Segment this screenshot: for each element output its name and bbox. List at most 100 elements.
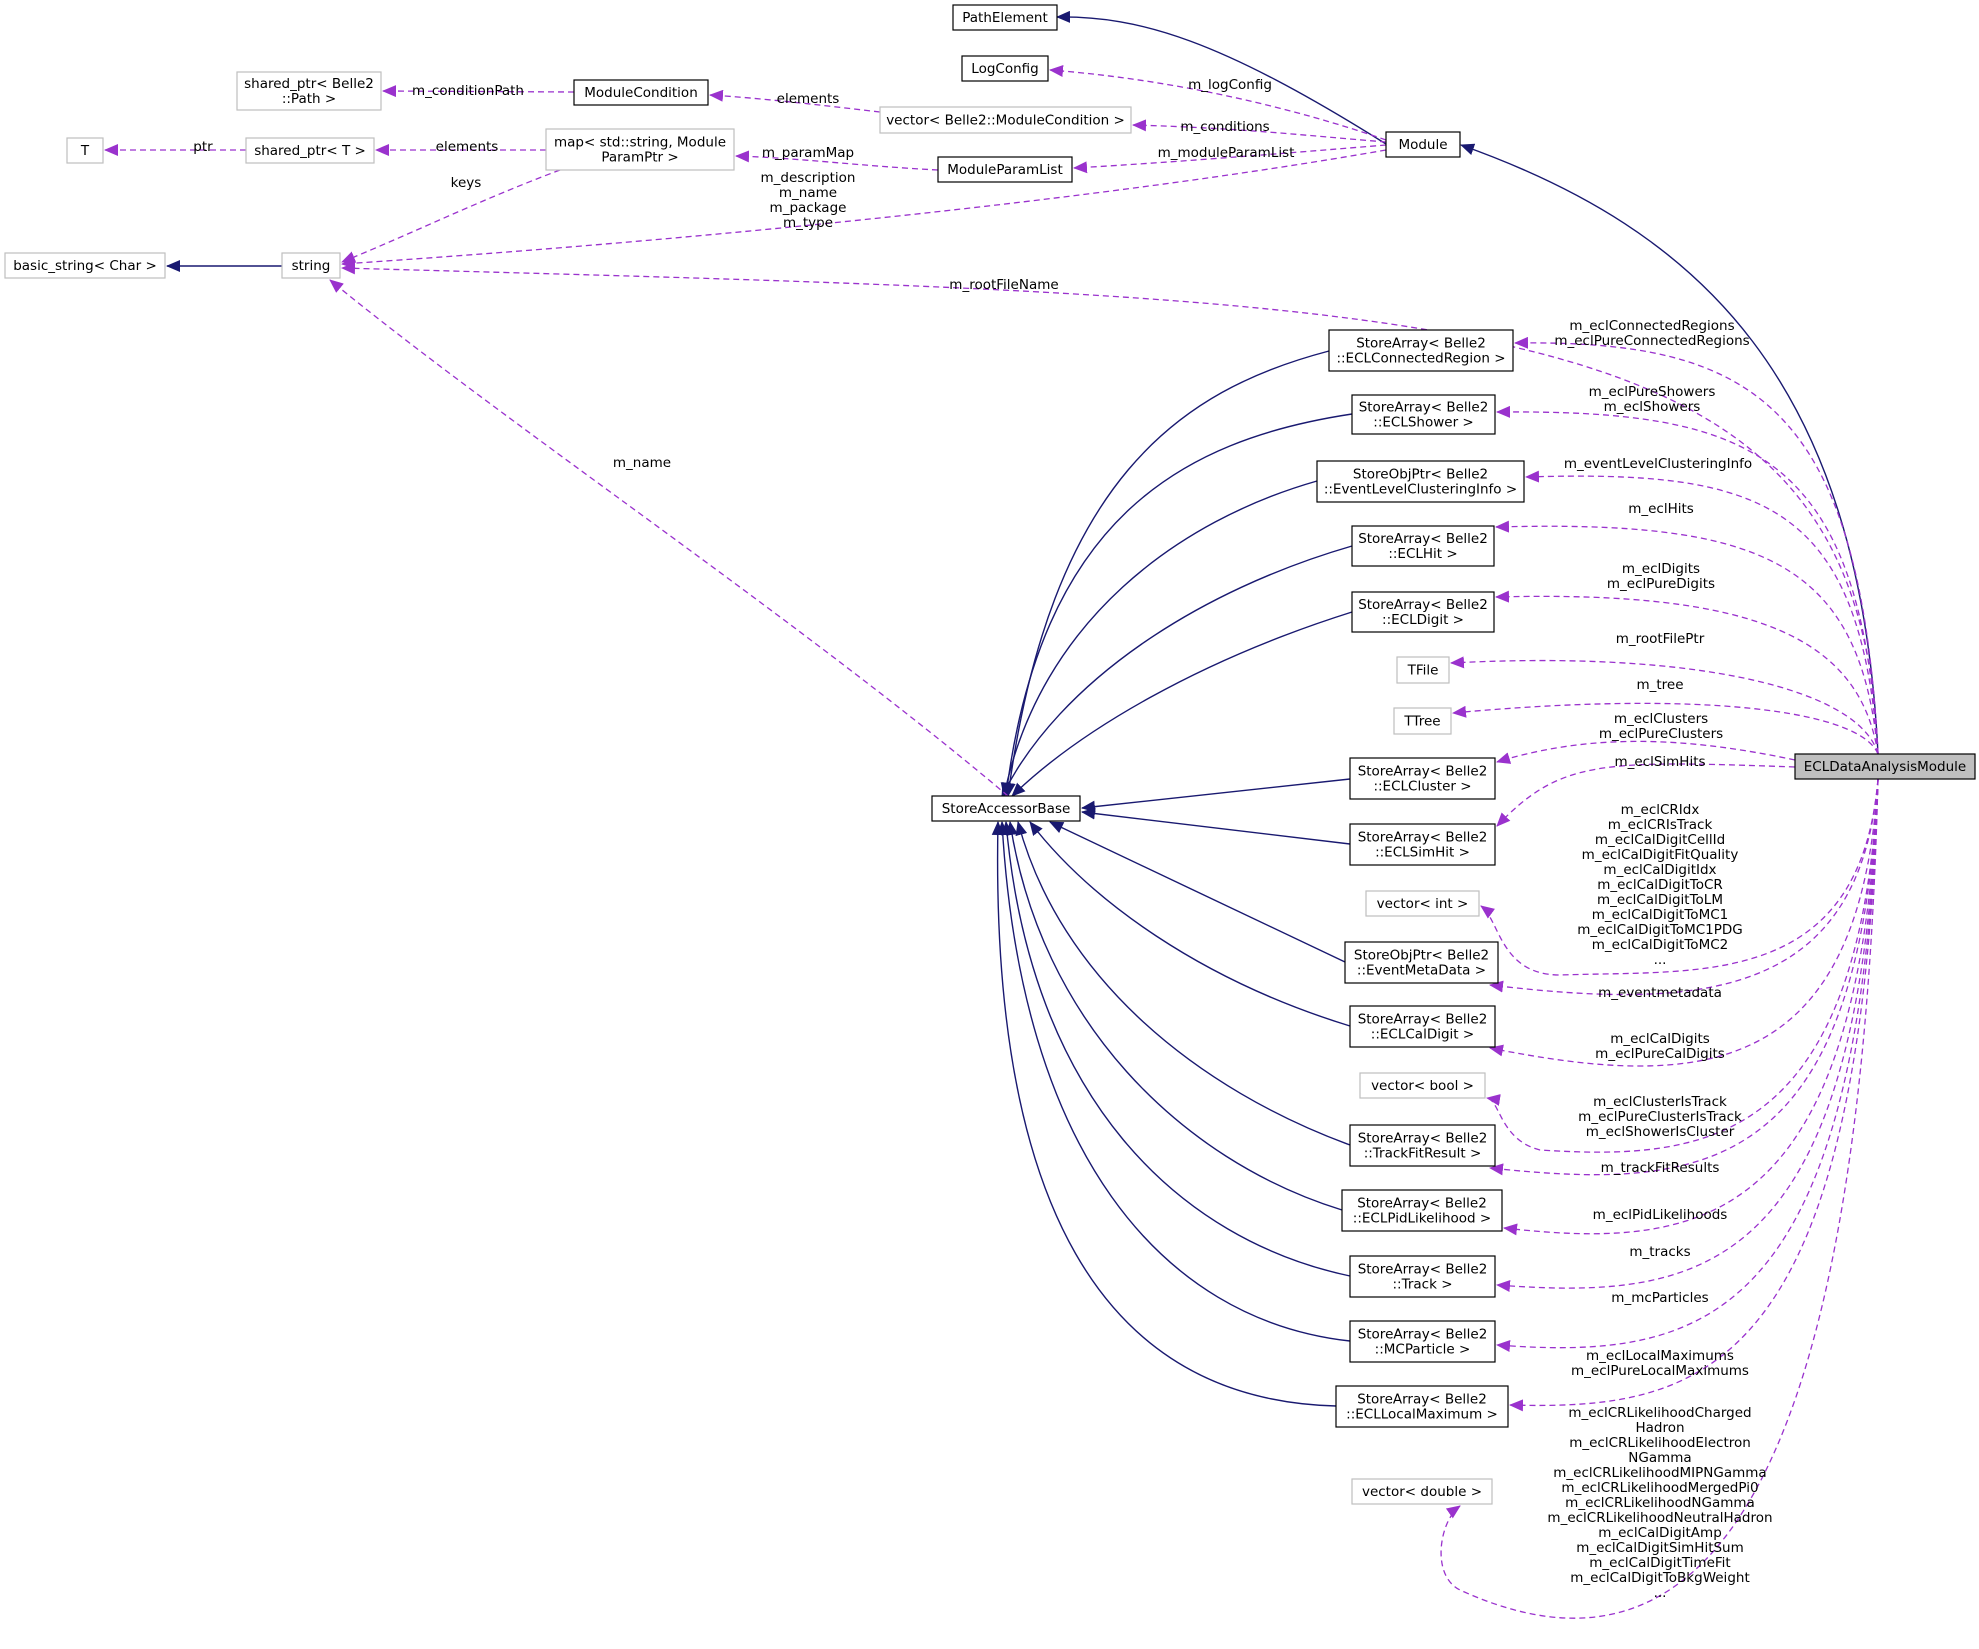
edge-label-line: m_eclCalDigitTimeFit bbox=[1589, 1555, 1730, 1571]
node-ModuleCondition[interactable]: ModuleCondition bbox=[573, 79, 709, 106]
edge-label-line: m_tracks bbox=[1629, 1244, 1690, 1260]
node-saDigit[interactable]: StoreArray< Belle2::ECLDigit > bbox=[1351, 591, 1495, 633]
edge-label-connReg: m_eclConnectedRegionsm_eclPureConnectedR… bbox=[1554, 318, 1749, 349]
edge-label-line: m_eclShowerIsCluster bbox=[1586, 1124, 1735, 1140]
edge-ecl-shower bbox=[1496, 405, 1879, 755]
node-box bbox=[952, 4, 1058, 31]
node-saCluster[interactable]: StoreArray< Belle2::ECLCluster > bbox=[1349, 757, 1496, 800]
node-box bbox=[66, 137, 104, 164]
node-Module[interactable]: Module bbox=[1385, 131, 1461, 158]
edge-ecl-emd bbox=[1489, 778, 1879, 996]
edge-label-line: m_eclCalDigitToLM bbox=[1597, 892, 1723, 908]
edge-ecl-connreg bbox=[1514, 336, 1879, 755]
node-ECLDataAnalysisModule[interactable]: ECLDataAnalysisModule bbox=[1794, 753, 1976, 780]
node-T[interactable]: T bbox=[66, 137, 104, 164]
edge-label-line: m_eclCalDigitToCR bbox=[1597, 877, 1723, 893]
node-saSimHit[interactable]: StoreArray< Belle2::ECLSimHit > bbox=[1349, 823, 1496, 866]
node-TFile[interactable]: TFile bbox=[1396, 656, 1450, 684]
edge-label-hits: m_eclHits bbox=[1628, 501, 1694, 517]
node-vecInt[interactable]: vector< int > bbox=[1365, 890, 1480, 917]
edge-cluster-sab bbox=[1081, 778, 1351, 813]
edge-label-line: m_eclPureCalDigits bbox=[1595, 1046, 1725, 1062]
node-saTFR[interactable]: StoreArray< Belle2::TrackFitResult > bbox=[1349, 1124, 1496, 1167]
edge-label-m_name: m_name bbox=[613, 455, 671, 471]
node-sopELCI[interactable]: StoreObjPtr< Belle2::EventLevelClusterin… bbox=[1316, 460, 1525, 503]
node-box bbox=[937, 156, 1073, 183]
edge-label-m_paramMap: m_paramMap bbox=[762, 145, 854, 161]
node-label: vector< int > bbox=[1377, 896, 1469, 912]
edge-label-pid: m_eclPidLikelihoods bbox=[1593, 1207, 1728, 1223]
node-box bbox=[573, 79, 709, 106]
edge-label-line: m_tree bbox=[1636, 677, 1683, 693]
node-basicString[interactable]: basic_string< Char > bbox=[4, 252, 166, 279]
node-label: StoreArray< Belle2 bbox=[1358, 1131, 1488, 1147]
edge-label-line: elements bbox=[436, 139, 499, 155]
node-vecModCond[interactable]: vector< Belle2::ModuleCondition > bbox=[879, 106, 1132, 134]
edge-label-line: m_eclCalDigitIdx bbox=[1603, 862, 1716, 878]
edge-label-line: m_trackFitResults bbox=[1601, 1160, 1720, 1176]
edge-ecl-tfr bbox=[1489, 778, 1879, 1176]
node-box bbox=[1393, 707, 1452, 735]
edge-shower-sab bbox=[1001, 413, 1353, 797]
edge-label-line: m_eclPureDigits bbox=[1607, 576, 1715, 592]
node-box bbox=[1349, 1320, 1496, 1363]
edge-label-line: m_eclCalDigitCellId bbox=[1595, 832, 1725, 848]
edge-label-m_conditionPath: m_conditionPath bbox=[412, 83, 524, 99]
node-saMCP[interactable]: StoreArray< Belle2::MCParticle > bbox=[1349, 1320, 1496, 1363]
edge-label-line: m_eclCRLikelihoodNeutralHadron bbox=[1547, 1510, 1772, 1526]
node-PathElement[interactable]: PathElement bbox=[952, 4, 1058, 31]
edge-label-line: m_name bbox=[779, 185, 837, 201]
node-sharedPtrT[interactable]: shared_ptr< T > bbox=[245, 137, 375, 164]
node-vecBool[interactable]: vector< bool > bbox=[1359, 1072, 1486, 1099]
edge-label-line: m_logConfig bbox=[1188, 77, 1272, 93]
node-label: StoreArray< Belle2 bbox=[1358, 1327, 1488, 1343]
node-sharedPtrPath[interactable]: shared_ptr< Belle2::Path > bbox=[236, 71, 382, 111]
node-TTree[interactable]: TTree bbox=[1393, 707, 1452, 735]
node-label: Module bbox=[1398, 137, 1447, 153]
edge-digit-sab bbox=[1011, 611, 1353, 797]
edge-label-line: m_mcParticles bbox=[1611, 1290, 1708, 1306]
edge-ecl-vecdouble bbox=[1440, 778, 1879, 1619]
edge-label-line: m_conditionPath bbox=[412, 83, 524, 99]
node-sopEMD[interactable]: StoreObjPtr< Belle2::EventMetaData > bbox=[1344, 941, 1499, 984]
edge-label-ints: m_eclCRIdxm_eclCRIsTrackm_eclCalDigitCel… bbox=[1577, 802, 1742, 968]
edge-caldigit-sab bbox=[1029, 821, 1351, 1027]
node-label: ::TrackFitResult > bbox=[1364, 1146, 1482, 1162]
edge-label-line: m_eclConnectedRegions bbox=[1569, 318, 1734, 334]
node-saTrack[interactable]: StoreArray< Belle2::Track > bbox=[1349, 1255, 1496, 1298]
node-vecDouble[interactable]: vector< double > bbox=[1351, 1478, 1493, 1505]
node-saLM[interactable]: StoreArray< Belle2::ECLLocalMaximum > bbox=[1335, 1385, 1509, 1428]
node-box bbox=[1351, 591, 1495, 633]
edge-label-line: m_eclPidLikelihoods bbox=[1593, 1207, 1728, 1223]
edge-label-ptr: ptr bbox=[193, 139, 213, 155]
node-saConnReg[interactable]: StoreArray< Belle2::ECLConnectedRegion > bbox=[1328, 329, 1514, 372]
edge-label-line: m_eclCRLikelihoodMergedPi0 bbox=[1561, 1480, 1758, 1496]
edge-module-moduleparamlist bbox=[1073, 144, 1387, 174]
node-saPid[interactable]: StoreArray< Belle2::ECLPidLikelihood > bbox=[1341, 1189, 1503, 1232]
edge-label-line: m_eclPureClusterIsTrack bbox=[1578, 1109, 1742, 1125]
node-saCalDigit[interactable]: StoreArray< Belle2::ECLCalDigit > bbox=[1349, 1005, 1496, 1048]
node-label: vector< Belle2::ModuleCondition > bbox=[886, 113, 1125, 129]
node-saShower[interactable]: StoreArray< Belle2::ECLShower > bbox=[1351, 394, 1496, 435]
node-label: ::EventLevelClusteringInfo > bbox=[1324, 482, 1517, 498]
node-box bbox=[1794, 753, 1976, 780]
node-string[interactable]: string bbox=[281, 252, 341, 279]
edge-label-emd: m_eventmetadata bbox=[1598, 985, 1722, 1001]
edge-label-line: keys bbox=[451, 175, 482, 191]
node-label: ::EventMetaData > bbox=[1357, 963, 1486, 979]
node-LogConfig[interactable]: LogConfig bbox=[961, 55, 1049, 82]
node-ModuleParamList[interactable]: ModuleParamList bbox=[937, 156, 1073, 183]
node-box bbox=[879, 106, 1132, 134]
edge-label-m_moduleParamList: m_moduleParamList bbox=[1158, 145, 1295, 161]
edge-tfr-sab bbox=[1015, 821, 1351, 1146]
node-label: StoreArray< Belle2 bbox=[1357, 1392, 1487, 1408]
node-label: map< std::string, Module bbox=[554, 135, 726, 151]
node-saHit[interactable]: StoreArray< Belle2::ECLHit > bbox=[1351, 525, 1495, 567]
edge-ecl-pid bbox=[1503, 778, 1879, 1236]
node-label: PathElement bbox=[962, 10, 1048, 26]
node-StoreAccessorBase[interactable]: StoreAccessorBase bbox=[931, 795, 1081, 822]
